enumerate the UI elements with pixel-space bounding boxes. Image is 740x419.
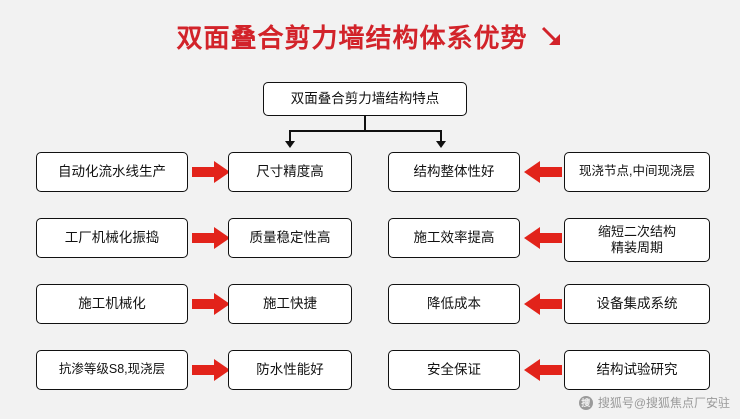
connector-left-drop bbox=[289, 130, 291, 142]
left-inner-box-4: 防水性能好 bbox=[228, 350, 352, 390]
right-inner-label-4: 安全保证 bbox=[427, 361, 481, 377]
left-outer-label-3: 施工机械化 bbox=[78, 295, 146, 311]
arrow-left-icon-2 bbox=[524, 227, 562, 249]
arrow-right-icon-1 bbox=[192, 161, 230, 183]
left-inner-box-2: 质量稳定性高 bbox=[228, 218, 352, 258]
watermark: 搜 搜狐号@搜狐焦点厂安驻 bbox=[578, 394, 730, 411]
arrow-right-icon-2 bbox=[192, 227, 230, 249]
left-outer-box-3: 施工机械化 bbox=[36, 284, 188, 324]
arrow-left-icon-3 bbox=[524, 293, 562, 315]
left-outer-box-1: 自动化流水线生产 bbox=[36, 152, 188, 192]
left-inner-label-4: 防水性能好 bbox=[256, 361, 324, 377]
right-outer-box-2: 缩短二次结构 精装周期 bbox=[564, 218, 710, 262]
right-outer-label-4: 结构试验研究 bbox=[596, 361, 678, 377]
right-inner-box-2: 施工效率提高 bbox=[388, 218, 520, 258]
right-outer-box-4: 结构试验研究 bbox=[564, 350, 710, 390]
left-outer-label-4: 抗渗等级S8,现浇层 bbox=[58, 362, 166, 377]
right-outer-label-2: 缩短二次结构 精装周期 bbox=[597, 224, 676, 255]
right-inner-label-1: 结构整体性好 bbox=[413, 163, 495, 179]
left-inner-label-3: 施工快捷 bbox=[263, 295, 317, 311]
connector-right-drop bbox=[440, 130, 442, 142]
left-outer-box-4: 抗渗等级S8,现浇层 bbox=[36, 350, 188, 390]
page-title: 双面叠合剪力墙结构体系优势 bbox=[0, 18, 740, 55]
header-box-label: 双面叠合剪力墙结构特点 bbox=[290, 90, 440, 106]
connector-stem bbox=[364, 116, 366, 130]
arrow-left-icon-4 bbox=[524, 359, 562, 381]
left-inner-label-2: 质量稳定性高 bbox=[249, 229, 331, 245]
right-outer-label-1: 现浇节点,中间现浇层 bbox=[579, 164, 695, 179]
right-outer-box-1: 现浇节点,中间现浇层 bbox=[564, 152, 710, 192]
left-inner-box-1: 尺寸精度高 bbox=[228, 152, 352, 192]
arrow-right-icon-4 bbox=[192, 359, 230, 381]
arrow-left-icon-1 bbox=[524, 161, 562, 183]
left-inner-box-3: 施工快捷 bbox=[228, 284, 352, 324]
connector-bar bbox=[289, 130, 441, 132]
left-outer-box-2: 工厂机械化振捣 bbox=[36, 218, 188, 258]
header-box: 双面叠合剪力墙结构特点 bbox=[263, 82, 467, 116]
title-text: 双面叠合剪力墙结构体系优势 bbox=[176, 23, 528, 53]
left-outer-label-1: 自动化流水线生产 bbox=[58, 163, 166, 179]
left-outer-label-2: 工厂机械化振捣 bbox=[64, 229, 160, 245]
arrow-right-icon-3 bbox=[192, 293, 230, 315]
right-inner-box-3: 降低成本 bbox=[388, 284, 520, 324]
right-inner-box-1: 结构整体性好 bbox=[388, 152, 520, 192]
arrow-down-right-icon bbox=[540, 25, 564, 49]
connector-right-arrowhead bbox=[436, 141, 446, 148]
right-inner-box-4: 安全保证 bbox=[388, 350, 520, 390]
right-outer-label-3: 设备集成系统 bbox=[596, 295, 678, 311]
watermark-text: 搜狐号@搜狐焦点厂安驻 bbox=[597, 396, 730, 410]
left-inner-label-1: 尺寸精度高 bbox=[256, 163, 324, 179]
right-inner-label-2: 施工效率提高 bbox=[413, 229, 495, 245]
right-inner-label-3: 降低成本 bbox=[427, 295, 481, 311]
right-outer-box-3: 设备集成系统 bbox=[564, 284, 710, 324]
sohu-logo-icon: 搜 bbox=[578, 395, 593, 410]
connector-left-arrowhead bbox=[285, 141, 295, 148]
